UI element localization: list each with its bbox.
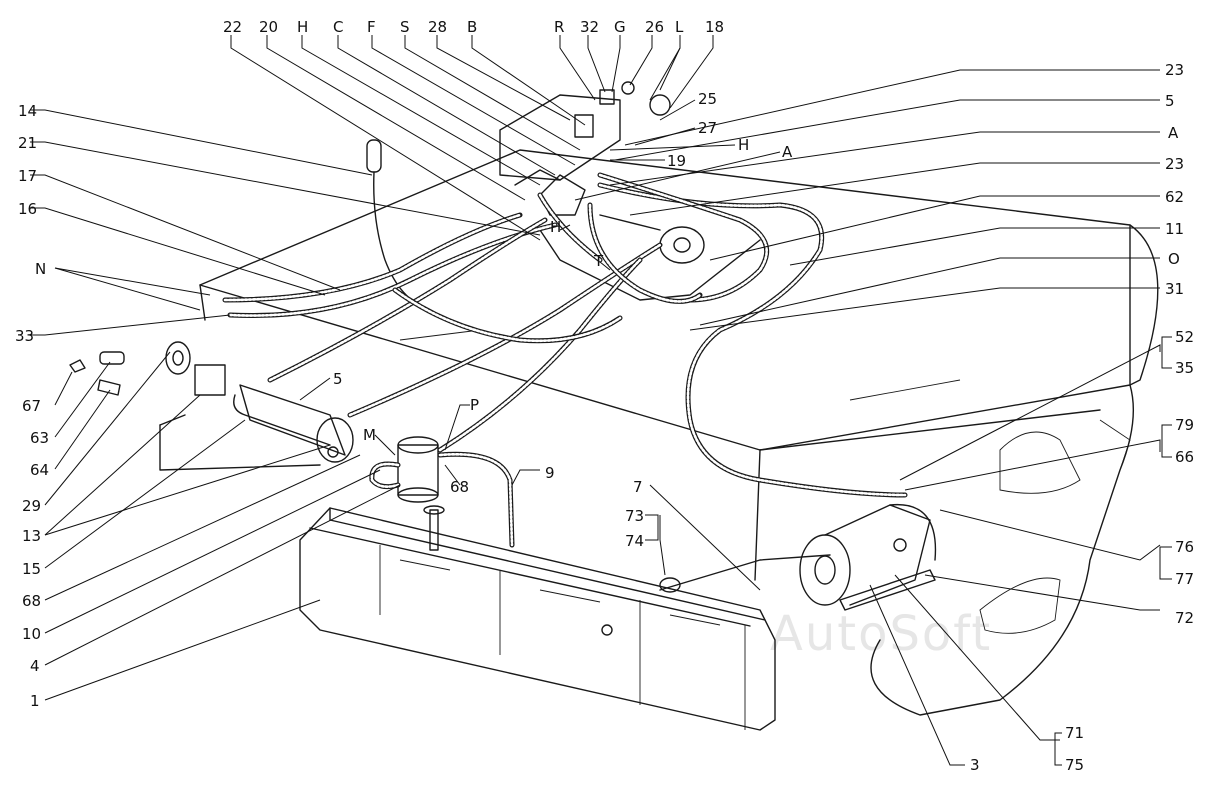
callout-10: 10 [22,625,41,643]
callout-15: 15 [22,560,41,578]
callout-16: 16 [18,200,37,218]
callout-1: 1 [30,692,40,710]
fuel-filter [397,436,439,503]
callout-3: 3 [970,756,980,774]
callout-t: T [593,252,604,270]
callout-18: 18 [705,18,724,36]
leader-lines [30,35,1161,766]
callout-r: R [554,18,564,36]
callout-28: 28 [428,18,447,36]
callout-b: B [467,18,477,36]
callout-19: 19 [667,152,686,170]
callout-74: 74 [625,532,644,550]
callout-5-b: 5 [333,370,343,388]
callout-62: 62 [1165,188,1184,206]
callout-77: 77 [1175,570,1194,588]
callout-c: C [333,18,343,36]
callout-14: 14 [18,102,37,120]
callout-23-a: 23 [1165,61,1184,79]
callout-labels: 22 20 H C F S 28 B R 32 G 26 L 18 23 5 2… [15,18,1194,774]
callout-l: L [675,18,684,36]
callout-73: 73 [625,507,644,525]
callout-4: 4 [30,657,40,675]
heater-unit [165,341,354,463]
watermark: AutoSoft [770,606,992,662]
callout-11: 11 [1165,220,1184,238]
callout-a-big: A [1168,124,1179,142]
callout-o: O [1168,250,1180,268]
callout-29: 29 [22,497,41,515]
callout-26: 26 [645,18,664,36]
callout-22: 22 [223,18,242,36]
callout-20: 20 [259,18,278,36]
callout-9: 9 [545,464,555,482]
callout-7: 7 [633,478,643,496]
callout-21: 21 [18,134,37,152]
callout-f: F [367,18,376,36]
callout-p: P [470,396,479,414]
callout-75: 75 [1065,756,1084,774]
callout-64: 64 [30,461,49,479]
callout-25: 25 [698,90,717,108]
callout-76: 76 [1175,538,1194,556]
callout-m: M [363,426,376,444]
cab-body [159,149,1159,716]
callout-23-b: 23 [1165,155,1184,173]
callout-71: 71 [1065,724,1084,742]
callout-h-low: H [550,218,561,236]
callout-5-a: 5 [1165,92,1175,110]
callout-72: 72 [1175,609,1194,627]
callout-63: 63 [30,429,49,447]
pump-assembly [799,503,937,611]
callout-67: 67 [22,397,41,415]
callout-n: N [35,260,46,278]
callout-31: 31 [1165,280,1184,298]
callout-a-small: A [782,143,793,161]
callout-66: 66 [1175,448,1194,466]
callout-g: G [614,18,626,36]
callout-79: 79 [1175,416,1194,434]
callout-s-top: S [400,18,410,36]
callout-brackets [645,336,1172,766]
callout-h-top: H [297,18,308,36]
callout-13: 13 [22,527,41,545]
hoses [222,172,908,593]
callout-32: 32 [580,18,599,36]
callout-17: 17 [18,167,37,185]
callout-68-b: 68 [450,478,469,496]
callout-68-a: 68 [22,592,41,610]
callout-h-mid: H [738,136,749,154]
callout-27: 27 [698,119,717,137]
small-parts [69,351,125,396]
callout-52: 52 [1175,328,1194,346]
callout-35: 35 [1175,359,1194,377]
fuel-tank [299,505,776,731]
callout-33: 33 [15,327,34,345]
